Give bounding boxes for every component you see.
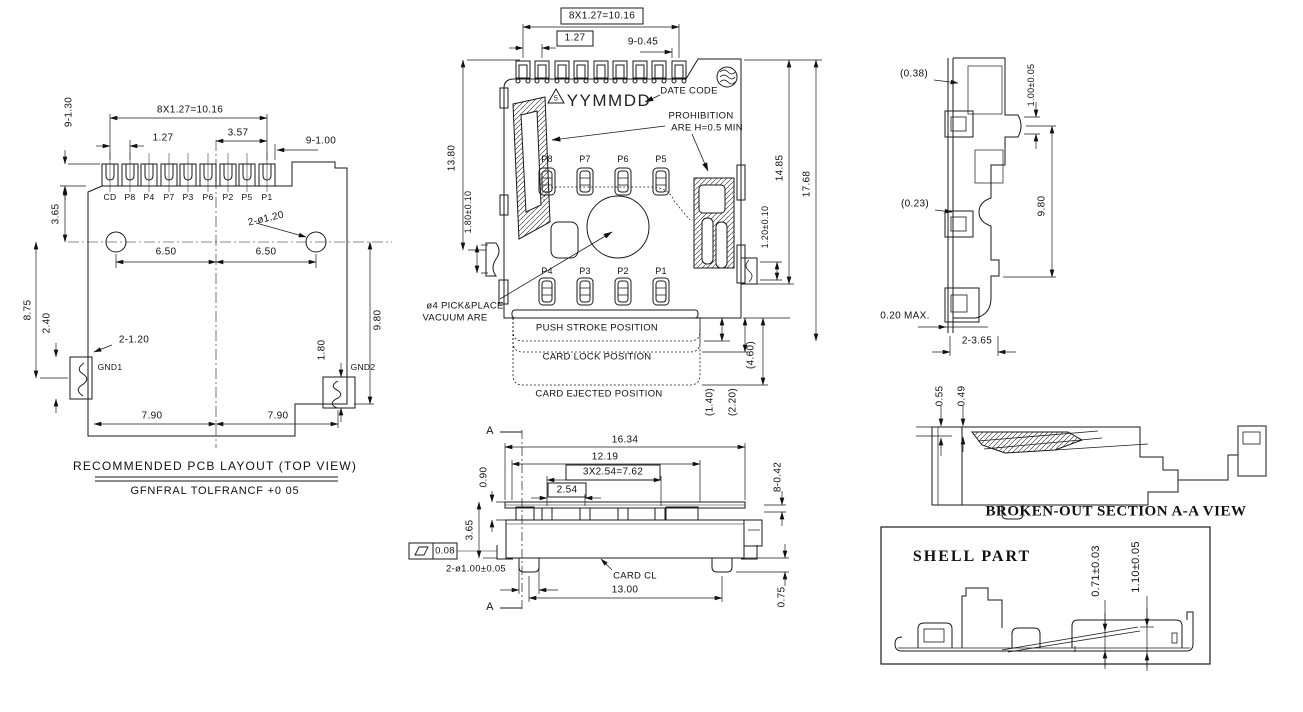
pin-label-p2: P2: [617, 266, 629, 276]
dim-pad-pitch: 1.27: [152, 132, 174, 144]
dim-0-75: 0.75: [776, 586, 788, 608]
dim-6-50-left: 6.50: [155, 246, 177, 258]
dim-0-20-max: 0.20 MAX.: [880, 310, 930, 322]
dim-0-90: 0.90: [478, 466, 490, 488]
pick-place-note-line1: ø4 PICK&PLACE: [426, 300, 504, 312]
pad-label-p8: P8: [124, 192, 136, 202]
pad-label-p6: P6: [202, 192, 214, 202]
dim-9-80-side: 9.80: [1036, 195, 1048, 217]
dim-9-045: 9-0.45: [627, 36, 659, 48]
pad-label-p2: P2: [222, 192, 234, 202]
dim-1-27-boxed: 1.27: [564, 32, 586, 44]
pad-label-p7: P7: [163, 192, 175, 202]
revision-triangle-number: 5: [553, 95, 559, 103]
pin-label-p7: P7: [579, 154, 591, 164]
pad-label-p5: P5: [241, 192, 253, 202]
dim-pad-height: 9-1.30: [63, 96, 75, 128]
front-view-linework: [408, 430, 789, 612]
dim-1-10-tol: 1.10±0.05: [1130, 541, 1142, 593]
dim-7-90-right: 7.90: [267, 410, 289, 422]
pin-label-p4: P4: [541, 266, 553, 276]
pad-label-p4: P4: [143, 192, 155, 202]
pad-label-p1: P1: [261, 192, 273, 202]
dim-6-50-right: 6.50: [255, 246, 277, 258]
dim-4-60: (4.60): [745, 341, 757, 369]
dim-3-65-front: 3.65: [464, 519, 476, 541]
top-view-linework: [460, 7, 822, 386]
dim-0-23: (0.23): [901, 198, 929, 210]
date-code-value: YYMMDD: [566, 91, 652, 110]
dim-17-68: 17.68: [801, 170, 813, 198]
dim-gnd-width: 2-1.20: [118, 334, 150, 346]
section-view-linework: [916, 406, 1267, 520]
dim-16-34: 16.34: [611, 434, 639, 446]
shell-part-title: SHELL PART: [912, 548, 1032, 565]
dim-1-40: (1.40): [704, 388, 716, 416]
dim-14-85: 14.85: [774, 154, 786, 182]
card-lock-position-label: CARD LOCK POSITION: [542, 351, 652, 363]
section-a-label-bottom: A: [486, 601, 494, 613]
dim-1-80: 1.80: [316, 339, 328, 361]
dim-1-20-tol: 1.20±0.10: [760, 205, 770, 249]
pad-label-cd: CD: [103, 192, 117, 202]
shell-part-linework: [880, 526, 1211, 671]
pin-label-p8: P8: [541, 154, 553, 164]
dim-0-55: 0.55: [934, 385, 946, 407]
card-cl-label: CARD CL: [613, 570, 657, 582]
dim-8-75: 8.75: [22, 299, 34, 321]
pcb-layout-subtitle: GFNFRAL TOLFRANCF +0 05: [130, 485, 300, 497]
dim-pitch-boxed: 8X1.27=10.16: [568, 10, 636, 22]
prohibition-note-line1: PROHIBITION: [668, 110, 734, 122]
date-code-label: DATE CODE: [660, 85, 718, 97]
dim-pad-width: 9-1.00: [305, 135, 337, 147]
section-a-label-top: A: [486, 425, 494, 437]
dim-13-80: 13.80: [446, 144, 458, 172]
pin-label-p3: P3: [579, 266, 591, 276]
dim-1-00-tol: 1.00±0.05: [1026, 63, 1036, 107]
dim-1-80-tol: 1.80±0.10: [463, 190, 473, 234]
dim-3-65: 3.65: [50, 203, 62, 225]
prohibition-note-line2: ARE H=0.5 MIN: [671, 122, 743, 134]
dim-pitch3-boxed: 3X2.54=7.62: [582, 466, 644, 478]
dim-13-00: 13.00: [611, 584, 639, 596]
section-view-title: BROKEN-OUT SECTION A-A VIEW: [985, 503, 1247, 520]
pin-label-p6: P6: [617, 154, 629, 164]
dim-0-38: (0.38): [900, 68, 928, 80]
card-ejected-position-label: CARD EJECTED POSITION: [535, 388, 663, 400]
dim-2-3-65: 2-3.65: [961, 335, 993, 347]
gnd1-label: GND1: [97, 362, 123, 372]
dim-2-54-boxed: 2.54: [556, 484, 578, 496]
dim-8-042: 8-0.42: [772, 461, 784, 493]
dim-2-40: 2.40: [41, 312, 53, 334]
dim-9-80: 9.80: [372, 309, 384, 331]
pcb-layout-title: RECOMMENDED PCB LAYOUT (TOP VIEW): [72, 459, 358, 473]
dim-2-20: (2.20): [727, 388, 739, 416]
dim-pad-row-pitch: 8X1.27=10.16: [156, 104, 224, 116]
pin-label-p1: P1: [655, 266, 667, 276]
push-stroke-position-label: PUSH STROKE POSITION: [535, 322, 659, 334]
pick-place-note-line2: VACUUM ARE: [422, 312, 488, 324]
side-view-linework: [918, 57, 1056, 356]
dim-12-19: 12.19: [591, 451, 619, 463]
dim-0-49: 0.49: [956, 385, 968, 407]
pad-label-p3: P3: [182, 192, 194, 202]
pcb-layout-linework: [33, 114, 392, 482]
dim-7-90-left: 7.90: [141, 410, 163, 422]
flatness-value: 0.08: [435, 545, 455, 557]
dim-0-71-tol: 0.71±0.03: [1090, 545, 1102, 597]
dim-holes-1-00: 2-ø1.00±0.05: [445, 563, 507, 575]
pin-label-p5: P5: [655, 154, 667, 164]
gnd2-label: GND2: [350, 362, 376, 372]
dim-3-57: 3.57: [227, 127, 249, 139]
